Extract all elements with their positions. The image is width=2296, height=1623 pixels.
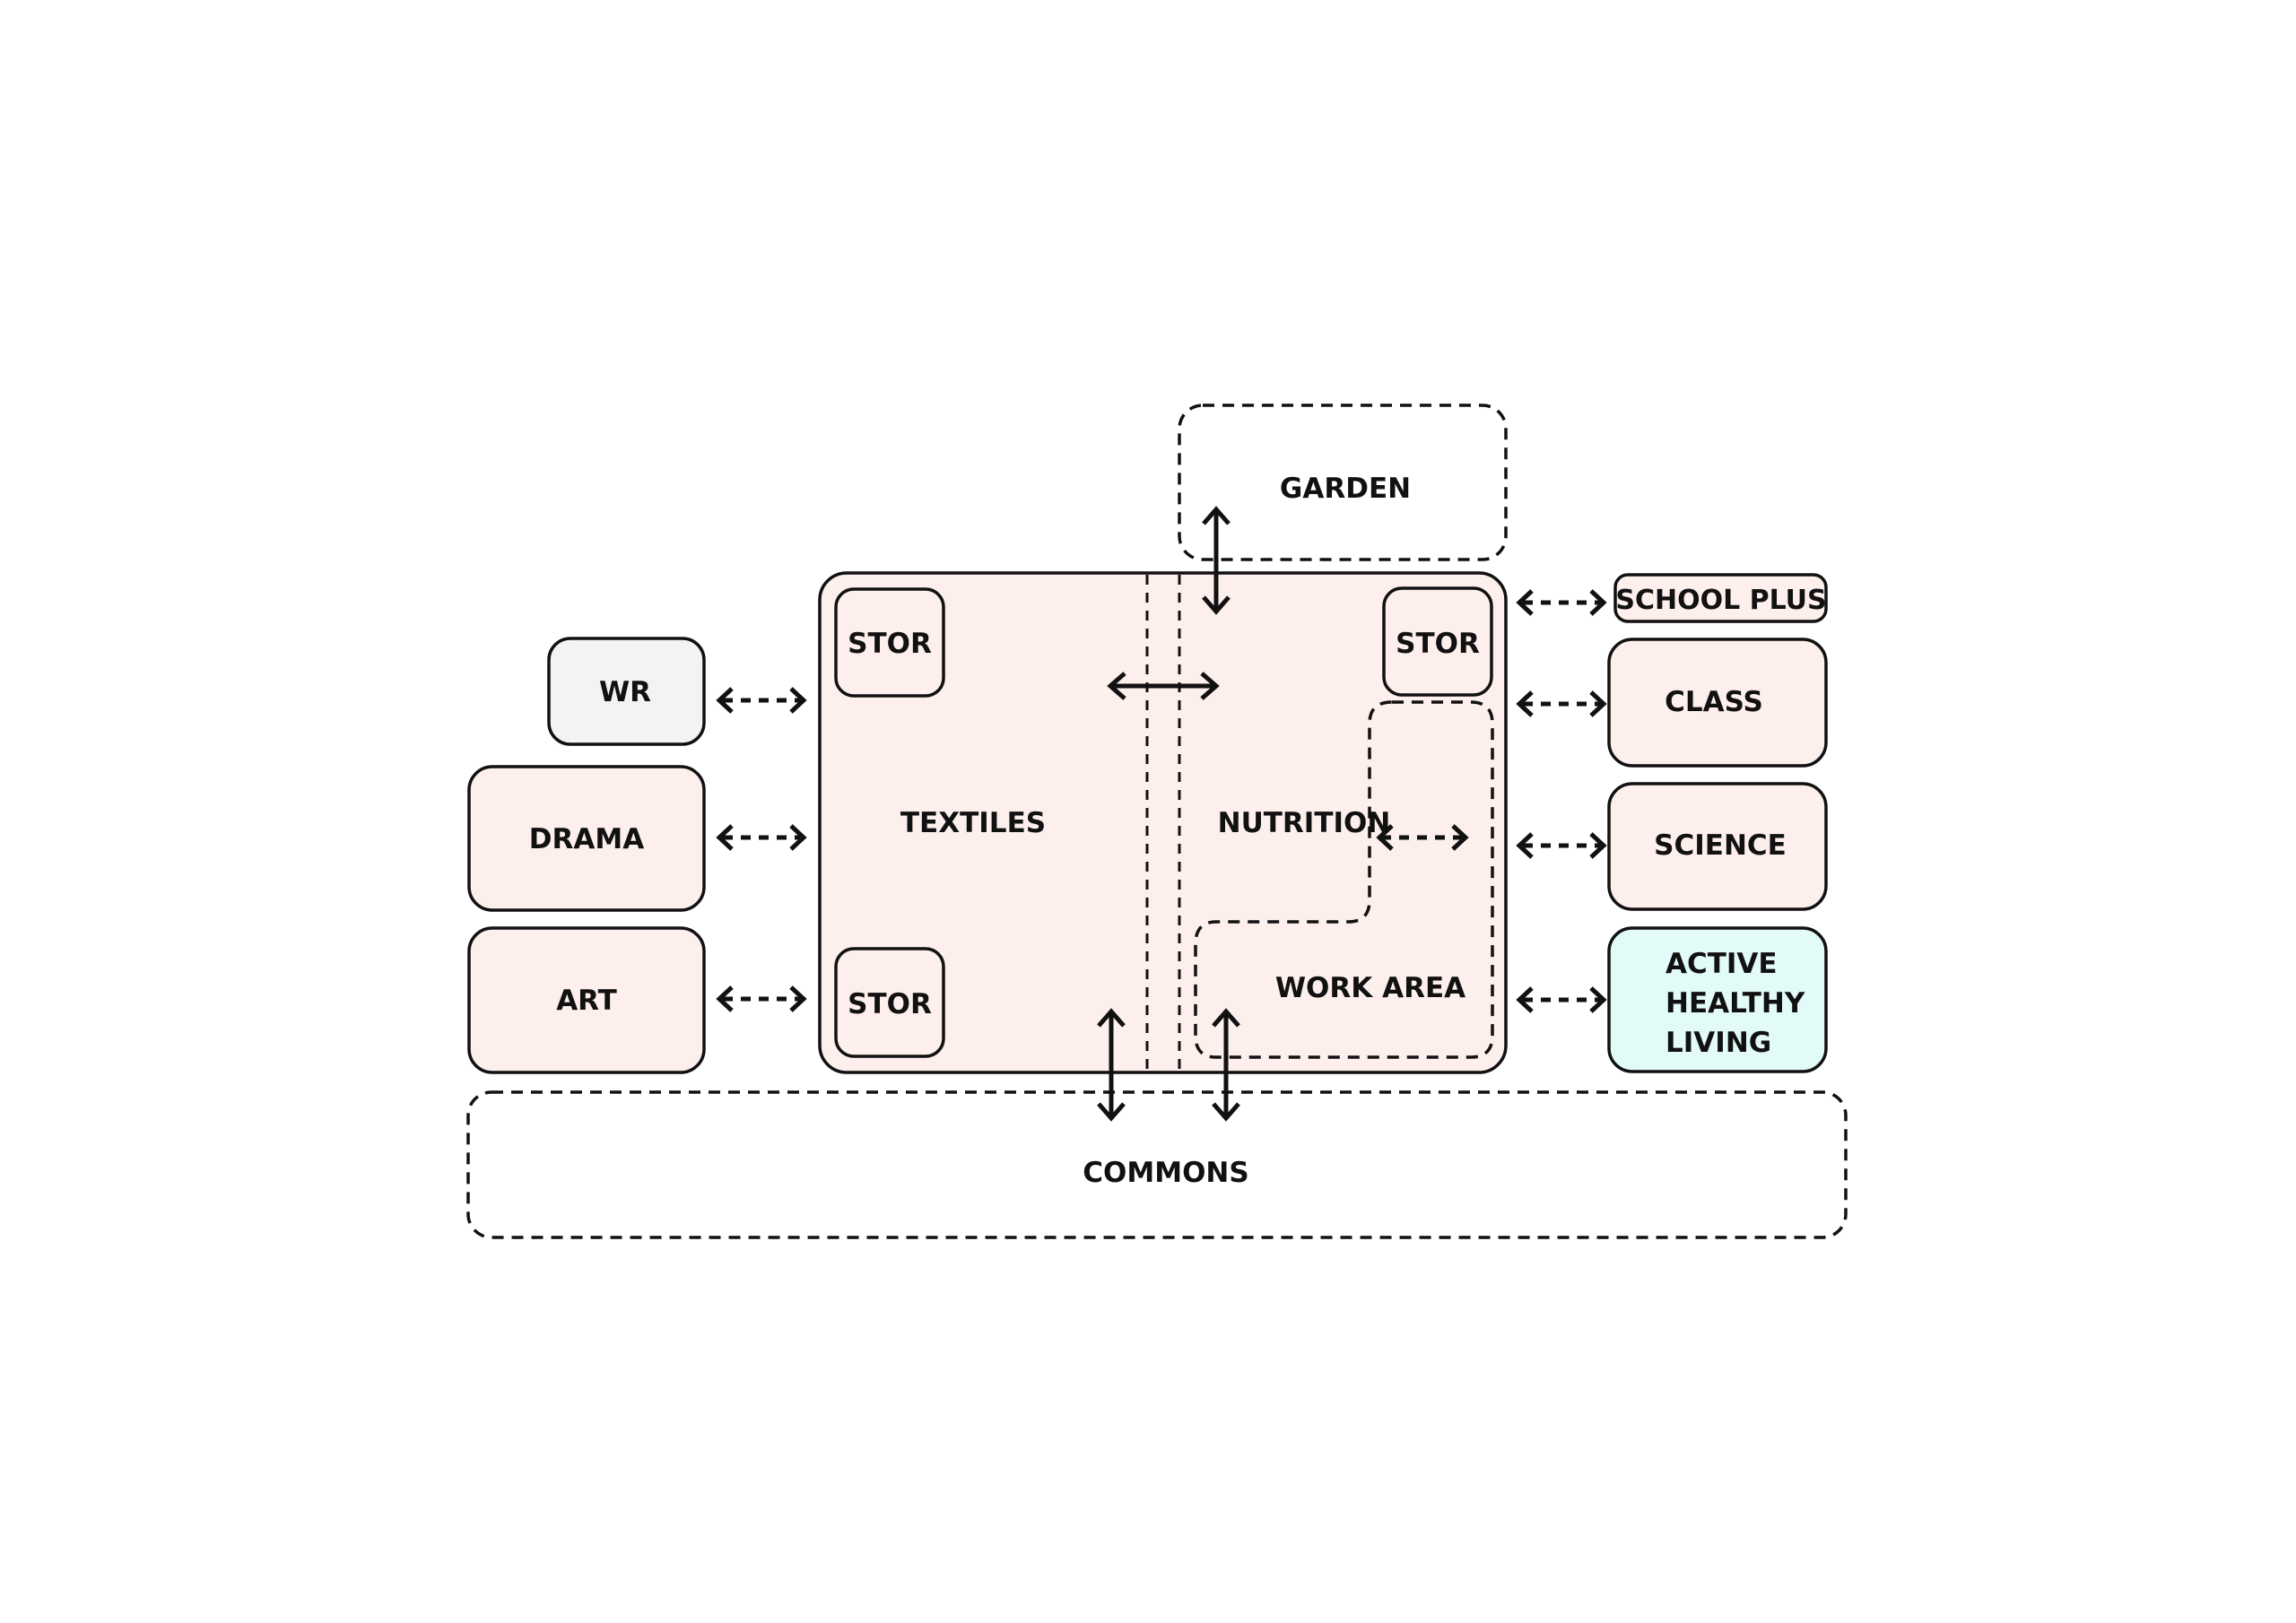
garden-zone	[1178, 404, 1508, 561]
art-room	[467, 926, 706, 1074]
active-label-line1: ACTIVE	[1665, 948, 1778, 980]
arrow-textiles-commons	[1097, 1008, 1126, 1122]
stor-top-right-label: STOR	[1396, 628, 1480, 660]
drama-label: DRAMA	[529, 823, 644, 855]
school-plus-label: SCHOOL PLUS	[1615, 585, 1826, 616]
active-label-line2: HEALTHY	[1665, 987, 1805, 1020]
school-plus-room	[1613, 573, 1828, 623]
nutrition-label: NUTRITION	[1218, 807, 1391, 839]
art-label: ART	[556, 985, 617, 1017]
dashed-arrow-science	[1516, 832, 1607, 859]
wr-room	[547, 637, 706, 746]
class-label: CLASS	[1665, 686, 1763, 718]
dashed-arrow-art-textiles	[716, 985, 807, 1012]
arrow-garden-nutrition	[1202, 506, 1231, 615]
stor-top-left	[834, 587, 945, 698]
textiles-nutrition-block	[818, 571, 1508, 1074]
work-area-label: WORK AREA	[1275, 972, 1465, 1004]
dashed-arrow-wr-textiles	[716, 687, 807, 714]
garden-label: GARDEN	[1280, 473, 1411, 505]
stor-bottom-left-label: STOR	[848, 988, 932, 1020]
arrow-nutrition-commons	[1212, 1008, 1240, 1122]
dashed-arrow-school-plus	[1516, 589, 1607, 616]
commons-label: COMMONS	[1083, 1157, 1248, 1189]
stor-top-right	[1382, 586, 1493, 697]
arrow-textiles-nutrition	[1107, 672, 1220, 700]
stor-top-left-label: STOR	[848, 628, 932, 660]
class-room	[1607, 638, 1828, 768]
active-healthy-living-room	[1607, 926, 1828, 1073]
dashed-arrow-nutrition-workarea	[1376, 824, 1469, 851]
stor-bottom-left	[834, 947, 945, 1058]
wr-label: WR	[599, 676, 651, 708]
dashed-arrow-active	[1516, 986, 1607, 1013]
science-label: SCIENCE	[1654, 829, 1787, 862]
science-room	[1607, 782, 1828, 911]
active-label-line3: LIVING	[1665, 1027, 1771, 1059]
dashed-arrow-drama-textiles	[716, 824, 807, 851]
dashed-arrow-class	[1516, 690, 1607, 717]
drama-room	[467, 765, 706, 912]
textiles-label: TEXTILES	[900, 807, 1046, 839]
